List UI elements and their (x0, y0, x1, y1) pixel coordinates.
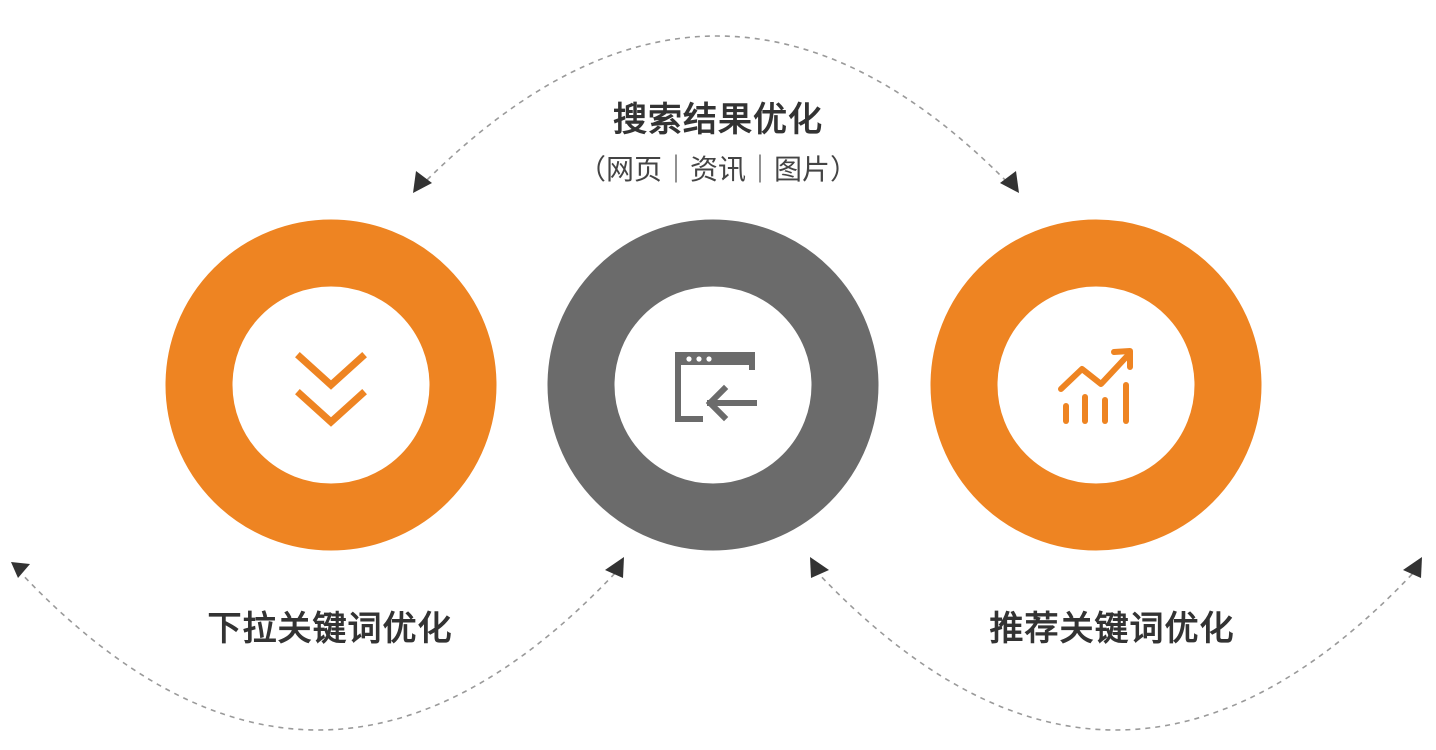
double-chevron-down-icon (295, 352, 367, 427)
center-node (547, 219, 879, 551)
arrowhead-bottom-right-2 (1403, 557, 1422, 578)
left-label: 下拉关键词优化 (207, 609, 453, 649)
arrowhead-bottom-left-1 (11, 562, 30, 578)
growth-chart-icon (1058, 348, 1133, 424)
left-ring (165, 219, 497, 551)
right-node (930, 219, 1262, 551)
left-node (165, 219, 497, 551)
arrowhead-bottom-left-2 (605, 557, 624, 578)
arrowhead-bottom-right-1 (810, 557, 829, 578)
arrowheads (11, 171, 1422, 578)
top-connector-arc (419, 35, 1013, 188)
connectors (17, 35, 1417, 731)
right-label: 推荐关键词优化 (989, 609, 1235, 649)
browser-back-arrow-icon (675, 352, 757, 422)
bottom-right-connector-arc (814, 569, 1417, 731)
top-title: 搜索结果优化 (613, 100, 823, 140)
top-subtitle: （网页｜资讯｜图片） (577, 153, 858, 186)
right-ring (930, 219, 1262, 551)
arrowhead-top-left (413, 171, 432, 193)
bottom-left-connector-arc (17, 569, 619, 731)
arrowhead-top-right (1000, 171, 1019, 193)
center-ring (547, 219, 879, 551)
